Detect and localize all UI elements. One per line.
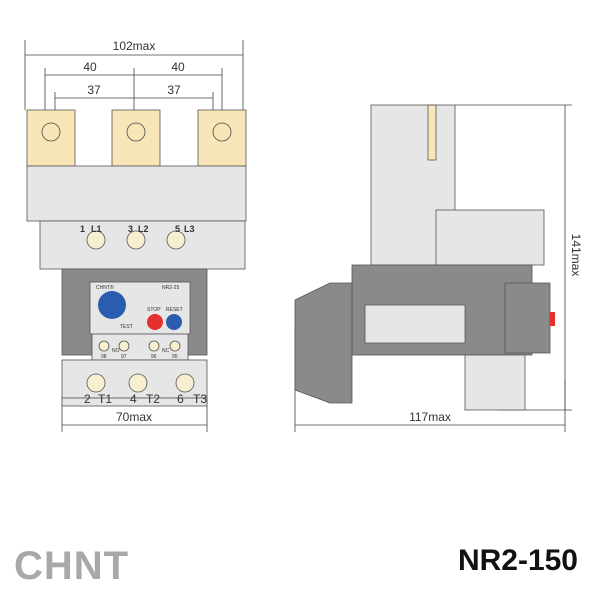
reset-label: RESET [166, 307, 183, 313]
brand-label: CHNT® [96, 284, 114, 291]
aux-num: 95 [172, 354, 178, 360]
dim-base-width: 70max [116, 410, 152, 424]
stop-button[interactable] [147, 314, 163, 330]
dim-pitch-left: 40 [83, 60, 97, 74]
stop-label: STOP [147, 307, 161, 313]
terminal-num: 5 [175, 224, 180, 234]
model-plate: NR2-25 [162, 285, 179, 291]
dim-inner-left: 37 [87, 83, 101, 97]
dim-depth: 117max [409, 410, 451, 424]
dim-overall-width: 102max [113, 39, 156, 53]
dim-inner-right: 37 [167, 83, 181, 97]
terminal-num: 1 [80, 224, 85, 234]
terminal-label: T2 [146, 392, 160, 406]
dim-height: 141max [569, 234, 583, 277]
aux-nc-label: NC [162, 348, 170, 354]
chnt-logo: CHNT [14, 544, 130, 588]
terminal-num: 2 [84, 392, 91, 406]
terminal-num: 4 [130, 392, 137, 406]
front-view [26, 109, 247, 407]
aux-num: 98 [101, 354, 107, 360]
terminal-label: L1 [91, 224, 102, 234]
terminal-num: 6 [177, 392, 184, 406]
test-label: TEST [120, 324, 133, 330]
reset-button[interactable] [166, 314, 182, 330]
dim-pitch-right: 40 [171, 60, 185, 74]
terminal-num: 3 [128, 224, 133, 234]
aux-num: 96 [151, 354, 157, 360]
terminal-label: T1 [98, 392, 112, 406]
terminal-label: L3 [184, 224, 195, 234]
setting-dial[interactable] [98, 291, 126, 319]
aux-num: 97 [121, 354, 127, 360]
terminal-label: L2 [138, 224, 149, 234]
aux-no-label: NO [112, 348, 120, 354]
model-title: NR2-150 [457, 544, 578, 577]
terminal-label: T3 [193, 392, 207, 406]
side-view [294, 104, 555, 411]
